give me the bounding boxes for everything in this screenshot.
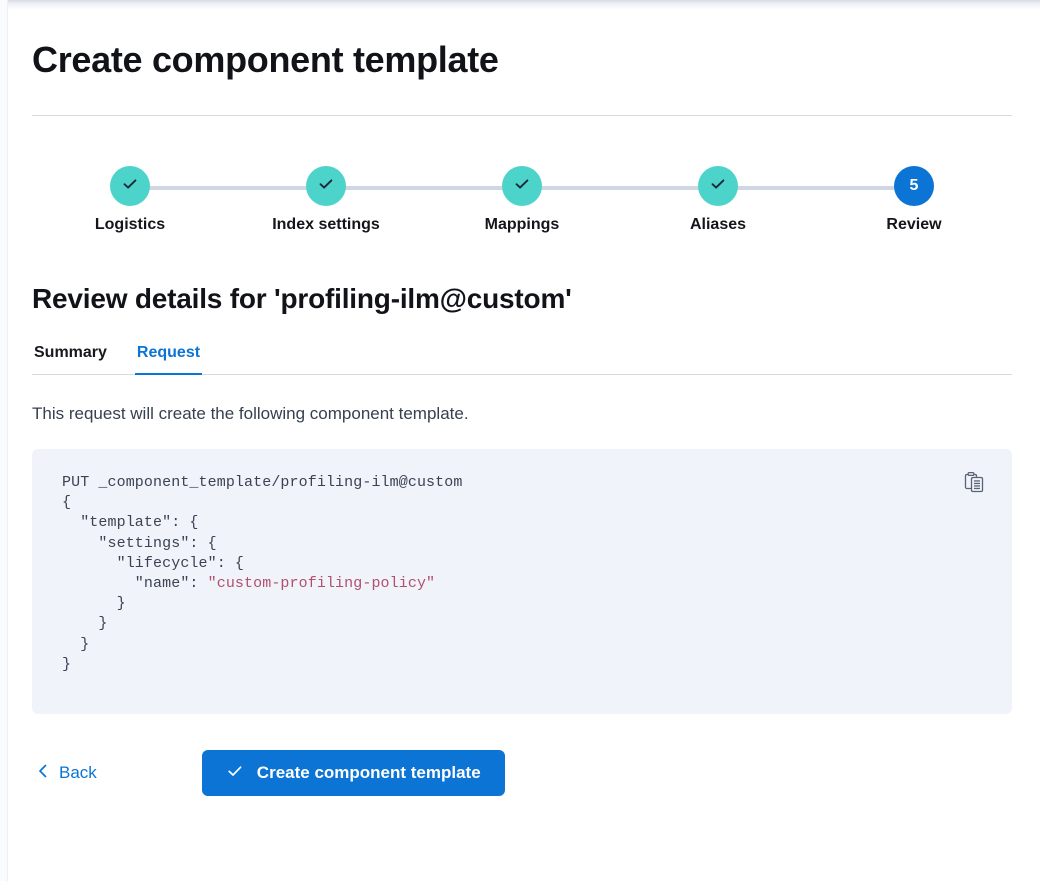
copy-clipboard-icon[interactable] [958, 466, 990, 498]
top-edge-shadow [8, 0, 1040, 10]
tab-summary[interactable]: Summary [32, 344, 109, 375]
step-index-settings[interactable]: Index settings [228, 166, 522, 234]
request-code-block: PUT _component_template/profiling-ilm@cu… [62, 473, 982, 675]
check-icon [513, 175, 531, 198]
code-method-line: PUT _component_template/profiling-ilm@cu… [62, 474, 463, 491]
step-mappings[interactable]: Mappings [424, 166, 718, 234]
step-number: 5 [909, 177, 919, 194]
request-code-panel: PUT _component_template/profiling-ilm@cu… [32, 449, 1012, 714]
step-review[interactable]: 5 Review [816, 166, 1012, 234]
step-connector-line [326, 186, 522, 190]
step-logistics[interactable]: Logistics [32, 166, 326, 234]
code-body-after: } } } } [62, 595, 126, 673]
back-button[interactable]: Back [32, 757, 101, 790]
wizard-page: Create component template Logistics [9, 10, 1040, 881]
step-connector-line [718, 186, 914, 190]
step-connector-line [522, 186, 718, 190]
page-title: Create component template [32, 39, 499, 80]
back-button-label: Back [59, 763, 97, 782]
tab-request[interactable]: Request [134, 344, 203, 375]
left-edge-gutter [0, 0, 8, 881]
create-component-template-button[interactable]: Create component template [201, 750, 505, 796]
check-icon [317, 175, 335, 198]
step-badge-complete[interactable] [698, 166, 738, 206]
create-button-label: Create component template [256, 763, 481, 782]
check-icon [226, 762, 244, 785]
check-icon [709, 175, 727, 198]
review-heading: Review details for 'profiling-ilm@custom… [32, 283, 572, 314]
step-label: Index settings [272, 216, 380, 233]
step-label: Review [886, 216, 942, 233]
step-connector-line [130, 186, 326, 190]
check-icon [121, 175, 139, 198]
code-body-before: { "template": { "settings": { "lifecycle… [62, 494, 245, 593]
step-label: Logistics [94, 216, 166, 233]
header-divider [32, 115, 1012, 116]
step-badge-complete[interactable] [306, 166, 346, 206]
step-badge-complete[interactable] [502, 166, 542, 206]
footer-actions: Back Create component template [32, 750, 1012, 796]
content-column: Create component template Logistics [32, 10, 1012, 796]
step-label: Mappings [484, 216, 560, 233]
step-badge-current[interactable]: 5 [894, 166, 934, 206]
code-string-value: "custom-profiling-policy" [207, 575, 436, 593]
review-tabs: Summary Request [32, 344, 1012, 375]
step-aliases[interactable]: Aliases [620, 166, 914, 234]
step-badge-complete[interactable] [110, 166, 150, 206]
wizard-stepper: Logistics Index settings [32, 166, 1012, 234]
request-description: This request will create the following c… [32, 404, 469, 423]
chevron-left-icon [36, 763, 50, 784]
step-label: Aliases [689, 216, 747, 233]
